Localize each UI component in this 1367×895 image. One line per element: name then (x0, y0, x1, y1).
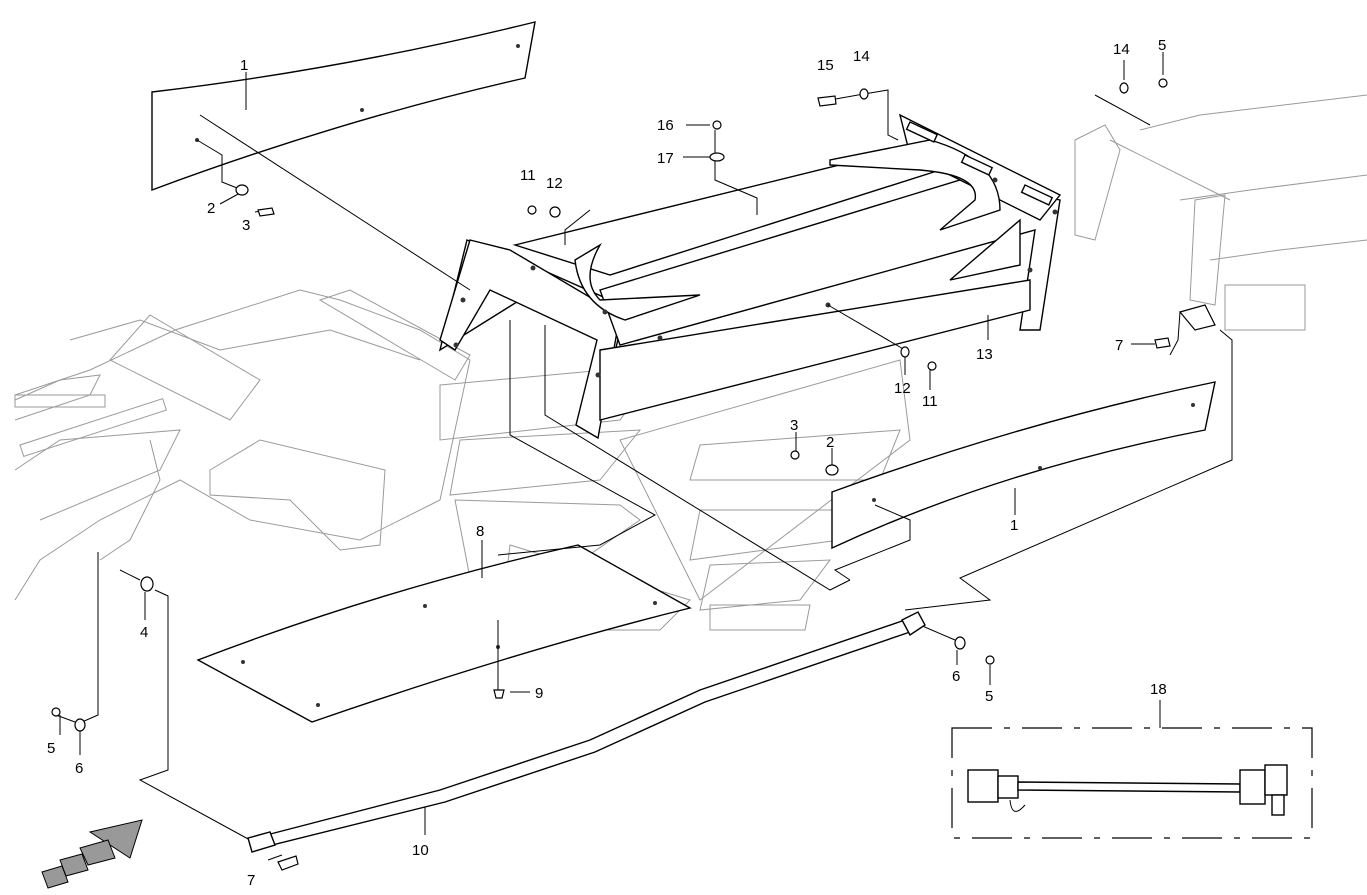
nut-5-right (985, 655, 995, 665)
leader-lines (55, 52, 1233, 861)
washer-14-right (1119, 82, 1129, 94)
callout-10: 10 (412, 842, 429, 859)
callout-6-right: 6 (952, 668, 960, 685)
washer-6-right (954, 636, 966, 650)
forward-direction-arrow-icon (41, 819, 143, 889)
washer-4 (140, 576, 154, 592)
callout-15: 15 (817, 57, 834, 74)
callout-14-right: 14 (1113, 41, 1130, 58)
callout-5-left: 5 (47, 740, 55, 757)
nut-5-left (51, 707, 61, 717)
nut-16 (712, 120, 722, 130)
ghost-machine-frame-left (14, 289, 471, 601)
callout-labels: 1 1 2 2 3 3 4 5 5 5 6 6 7 7 8 9 10 11 11… (47, 37, 1167, 889)
washer-2-left (235, 184, 249, 196)
callout-7-right: 7 (1115, 337, 1123, 354)
washer-12-lower (900, 346, 910, 358)
nut-5-top (1158, 78, 1168, 88)
washer-17 (709, 152, 725, 162)
callout-11-lower: 11 (922, 393, 938, 410)
bolt-7-right (1154, 337, 1171, 349)
floor-panel (196, 544, 692, 723)
callout-18: 18 (1150, 681, 1167, 698)
tie-rod-end-left (247, 831, 276, 853)
callout-2-left: 2 (207, 200, 215, 217)
nut-11-lower (927, 361, 937, 371)
bracket-right (1178, 304, 1216, 331)
cover-panel-right (831, 381, 1216, 550)
bolt-7-left (277, 855, 299, 871)
callout-8: 8 (476, 523, 484, 540)
main-bracket-assembly (438, 113, 1062, 440)
callout-3-right: 3 (790, 417, 798, 434)
ghost-machine-frame-right (1074, 94, 1367, 331)
tie-rod-end-right (901, 611, 926, 637)
callout-5-right: 5 (985, 688, 993, 705)
callout-5-top: 5 (1158, 37, 1166, 54)
callout-4: 4 (140, 624, 148, 641)
callout-7-left: 7 (247, 872, 255, 889)
bolt-15 (817, 95, 837, 107)
callout-9: 9 (535, 685, 543, 702)
cover-panel-left (151, 21, 536, 192)
callout-1-right: 1 (1010, 517, 1018, 534)
bolt-3-right (790, 450, 800, 460)
washer-6-left (74, 718, 86, 732)
bolt-9 (493, 689, 505, 699)
callout-3-left: 3 (242, 217, 250, 234)
callout-14-mid: 14 (853, 48, 870, 65)
hardware (51, 78, 1216, 871)
callout-16: 16 (657, 117, 674, 134)
callout-11-upper: 11 (520, 167, 536, 184)
washer-12-upper (549, 206, 561, 218)
callout-2-right: 2 (826, 434, 834, 451)
callout-1-left: 1 (240, 57, 248, 74)
callout-12-upper: 12 (546, 175, 563, 192)
callout-17: 17 (657, 150, 674, 167)
wiring-harness-detail (951, 727, 1313, 839)
nut-11-upper (527, 205, 537, 215)
washer-2-right (825, 464, 839, 476)
harness-connector-left (967, 769, 999, 803)
callout-13: 13 (976, 346, 993, 363)
washer-14-mid (859, 88, 869, 100)
bolt-3-left (257, 207, 275, 217)
callout-12-lower: 12 (894, 380, 911, 397)
harness-connector-right (1239, 769, 1266, 805)
callout-6-left: 6 (75, 760, 83, 777)
